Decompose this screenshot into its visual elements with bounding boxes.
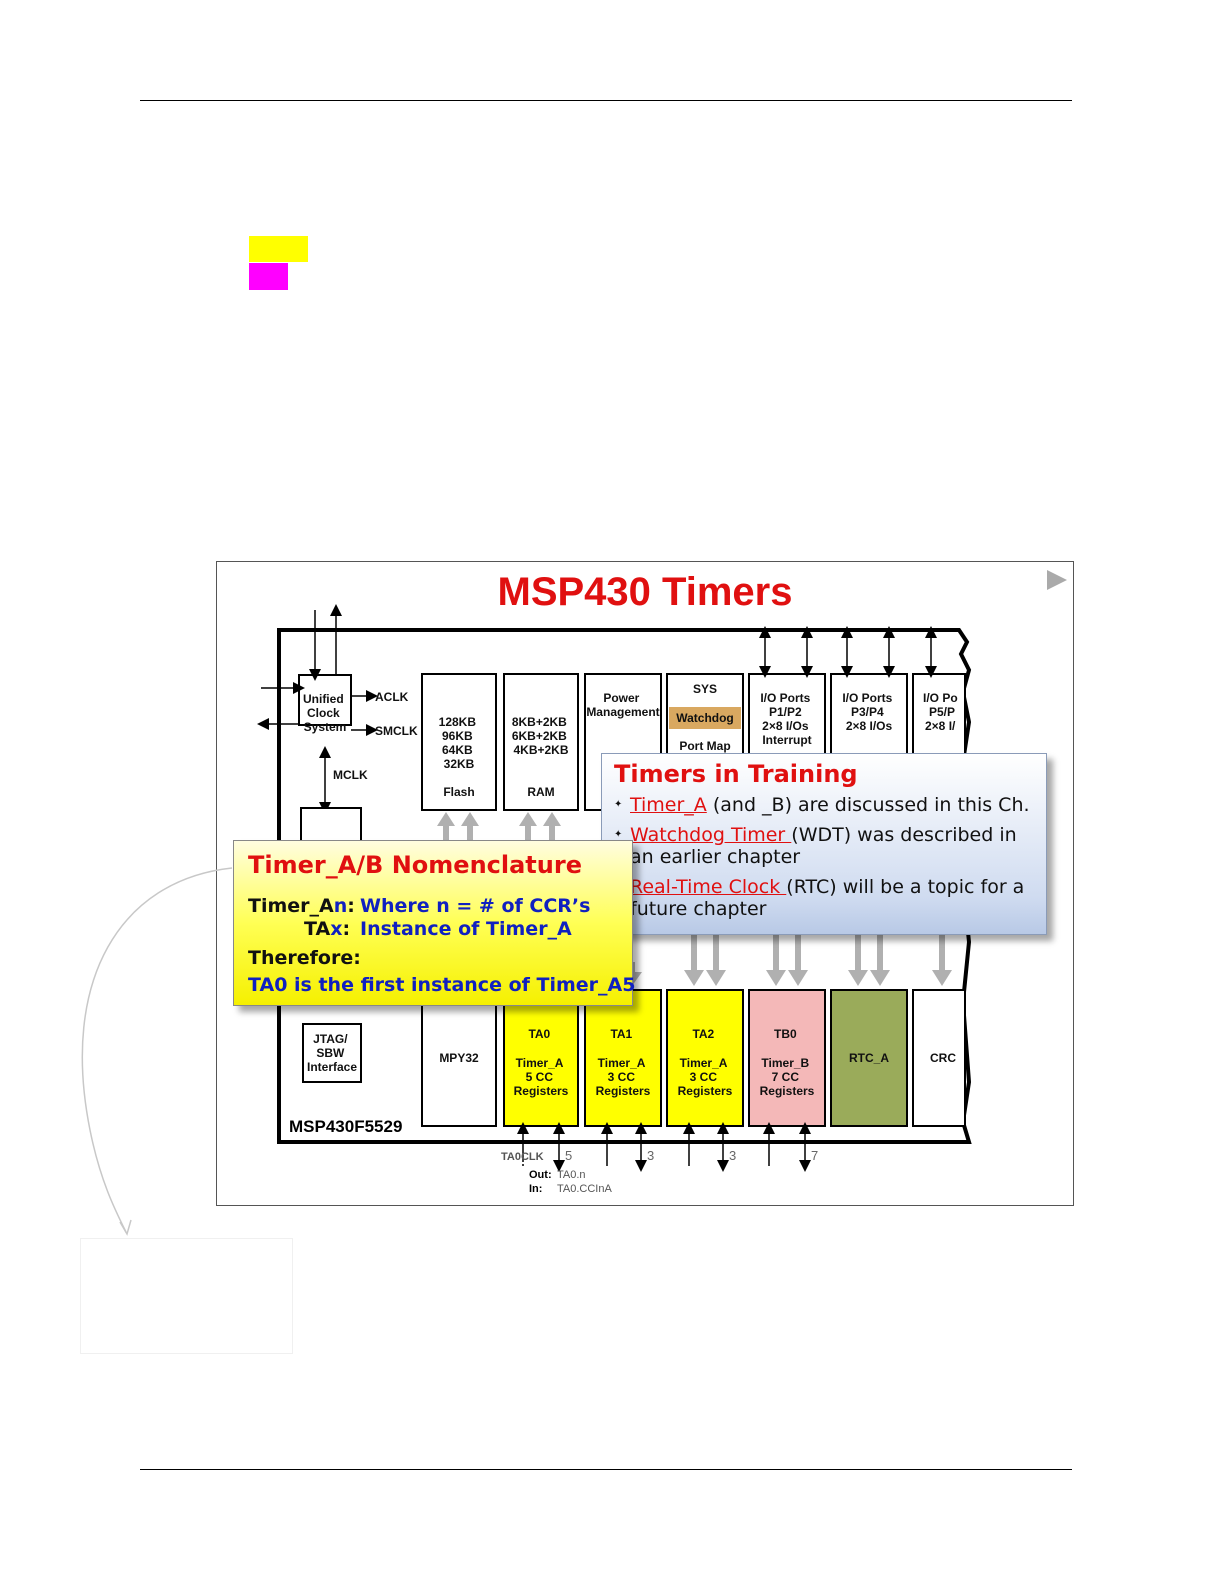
colon: : (347, 895, 355, 917)
pin-count-5: 5 (565, 1148, 572, 1163)
mclk-label: MCLK (333, 768, 368, 782)
ta0-block (503, 989, 579, 1127)
watchdog-timer-link[interactable]: Watchdog Timer (630, 824, 792, 846)
connector-arrowhead-icon (119, 1219, 132, 1236)
tax-term: TA (304, 918, 331, 940)
in-label: In: (529, 1183, 542, 1195)
header-rule (140, 100, 1072, 101)
ram-block (503, 673, 579, 811)
clock-system-block (298, 674, 352, 726)
colon: : (342, 918, 351, 940)
slide-figure: MSP430 Timers Unified Clock System ACLK … (216, 561, 1074, 1206)
x-suffix: x (330, 918, 343, 940)
pin-arrows (517, 1122, 811, 1172)
play-icon[interactable] (1047, 570, 1067, 590)
pin-count-7: 7 (811, 1148, 818, 1163)
therefore-label: Therefore: (248, 947, 361, 969)
n-suffix: n (333, 895, 348, 917)
clock-system-label: Unified Clock System (303, 692, 347, 734)
flash-label: Flash (443, 785, 474, 799)
ta2-label: TA2 Timer_A 3 CC Registers (678, 1027, 733, 1098)
mpy32-block (421, 989, 497, 1127)
timers-in-training-callout: Timers in Training ✦ Timer_A (and _B) are… (601, 753, 1047, 935)
training-item: ✦Real-Time Clock (RTC) will be a topic f… (614, 876, 1044, 920)
io-top-arrows (759, 626, 937, 678)
sys-label: SYS (693, 682, 717, 696)
therefore-text: TA0 is the first instance of Timer_A5 (248, 974, 636, 996)
pin-count-3a: 3 (647, 1148, 654, 1163)
bullet-icon: ✦ (614, 829, 623, 840)
chip-name: MSP430F5529 (289, 1117, 402, 1136)
nomenclature-desc-1: Where n = # of CCR’s (360, 895, 591, 917)
ram-label: RAM (527, 785, 554, 799)
ta2-block (666, 989, 744, 1127)
training-list: ✦ Timer_A (and _B) are discussed in this … (614, 794, 1044, 928)
nomenclature-line-2: TAx: (304, 918, 350, 940)
crc-label: CRC (930, 1051, 956, 1065)
ta0clk-pin-label: TA0CLK (501, 1151, 544, 1163)
rtc-block (830, 989, 908, 1127)
rtc-link[interactable]: Real-Time Clock (630, 876, 787, 898)
nomenclature-callout: Timer_A/B Nomenclature Timer_An: Where n… (233, 840, 636, 1006)
watchdog-cell (669, 707, 741, 729)
yellow-highlight-swatch (249, 236, 308, 262)
io-ports-p5-label: I/O Po P5/P 2×8 I/ (923, 691, 961, 733)
nomenclature-desc-2: Instance of Timer_A (360, 918, 572, 940)
out-value: TA0.n (557, 1169, 586, 1181)
timer-an-term: Timer_A (248, 895, 334, 917)
training-item: ✦ Timer_A (and _B) are discussed in this … (614, 794, 1044, 816)
mpy32-label: MPY32 (439, 1051, 479, 1065)
ram-sizes: 8KB+2KB 6KB+2KB 4KB+2KB (512, 715, 570, 757)
jtag-block (302, 1023, 362, 1083)
flash-block (421, 673, 497, 811)
training-item-text: (RTC) will be a topic for a future chapt… (630, 876, 1025, 920)
magenta-highlight-swatch (249, 263, 288, 290)
power-label: Power Management (586, 691, 659, 719)
slide-title: MSP430 Timers (497, 570, 793, 614)
portmap-label: Port Map (679, 739, 730, 753)
footer-rule (140, 1469, 1072, 1470)
out-label: Out: (529, 1169, 552, 1181)
training-item: ✦ Watchdog Timer (WDT) was described in a… (614, 824, 1044, 868)
smclk-label: SMCLK (375, 724, 418, 738)
bullet-icon: ✦ (614, 799, 623, 810)
jtag-label: JTAG/ SBW Interface (307, 1032, 357, 1074)
tb0-label: TB0 Timer_B 7 CC Registers (760, 1027, 815, 1098)
flash-sizes: 128KB 96KB 64KB 32KB (439, 715, 480, 771)
ta0-label: TA0 Timer_A 5 CC Registers (514, 1027, 569, 1098)
training-item-text: (and _B) are discussed in this Ch. (706, 794, 1030, 816)
rtc-label: RTC_A (849, 1051, 889, 1065)
aclk-label: ACLK (375, 690, 409, 704)
training-item-text: (WDT) was described in an earlier chapte… (630, 824, 1017, 868)
pin-count-3b: 3 (729, 1148, 736, 1163)
io-ports-p3p4-label: I/O Ports P3/P4 2×8 I/Os (842, 691, 895, 733)
watchdog-label: Watchdog (676, 711, 734, 725)
tb0-block (748, 989, 826, 1127)
timer-a-link[interactable]: Timer_A (630, 794, 707, 816)
nomenclature-line-1: Timer_An: (248, 895, 355, 917)
training-heading: Timers in Training (614, 760, 858, 788)
in-value: TA0.CCInA (557, 1183, 612, 1195)
annotation-note-box[interactable] (80, 1238, 293, 1354)
ta1-block (584, 989, 662, 1127)
nomenclature-heading: Timer_A/B Nomenclature (248, 851, 582, 879)
crc-block (912, 989, 966, 1127)
ta1-label: TA1 Timer_A 3 CC Registers (596, 1027, 651, 1098)
io-ports-p1p2-label: I/O Ports P1/P2 2×8 I/Os Interrupt (760, 691, 813, 747)
